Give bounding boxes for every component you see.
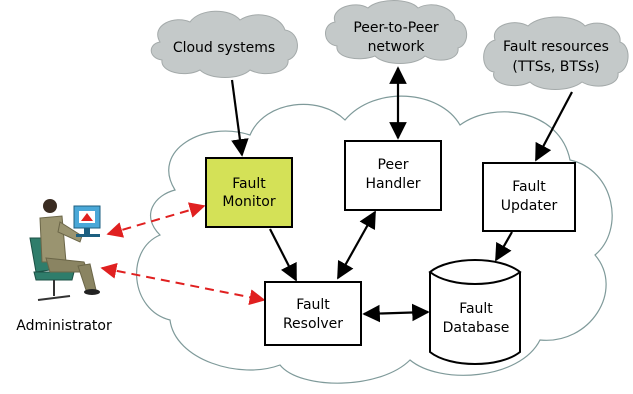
fault-resolver-line1: Fault — [296, 297, 330, 313]
fault-database-cylinder: Fault Database — [428, 259, 522, 365]
fault-database-line1: Fault — [459, 301, 493, 317]
fault-updater-line1: Fault — [512, 179, 546, 195]
peer-to-peer-cloud — [325, 0, 468, 64]
administrator-label: Administrator — [16, 318, 112, 334]
arrow-cloud-to-monitor — [230, 79, 249, 157]
peer-to-peer-label-line1: Peer-to-Peer — [353, 20, 439, 36]
arrow-resolver-database — [362, 303, 430, 323]
arrow-handler-resolver — [337, 210, 376, 280]
peer-handler-box: Peer Handler — [344, 140, 442, 211]
cloud-systems-label: Cloud systems — [173, 40, 275, 56]
peer-to-peer-label-line2: network — [368, 39, 426, 55]
fault-resources-cloud — [483, 16, 629, 90]
fault-updater-box: Fault Updater — [482, 162, 576, 232]
cloud-systems-cloud — [150, 10, 298, 78]
arrow-monitor-to-resolver — [269, 228, 297, 282]
fault-monitor-line2: Monitor — [222, 194, 275, 210]
peer-handler-line2: Handler — [365, 176, 420, 192]
fault-database-line2: Database — [443, 320, 510, 336]
arrow-updater-to-database — [495, 231, 513, 262]
peer-handler-line1: Peer — [378, 157, 409, 173]
dashed-arrow-admin-resolver — [100, 262, 266, 306]
fault-resolver-line2: Resolver — [283, 316, 343, 332]
fault-monitor-line1: Fault — [232, 176, 266, 192]
administrator-figure — [29, 199, 101, 301]
fault-resources-label-line1: Fault resources — [503, 39, 609, 55]
fault-monitor-box: Fault Monitor — [205, 157, 293, 228]
dashed-arrow-admin-monitor — [106, 202, 206, 238]
fault-updater-line2: Updater — [501, 198, 558, 214]
arrow-resources-to-updater — [535, 91, 573, 162]
fault-resources-label-line2: (TTSs, BTSs) — [512, 59, 599, 75]
fault-resolver-box: Fault Resolver — [264, 281, 362, 346]
system-cloud-boundary — [136, 95, 613, 384]
